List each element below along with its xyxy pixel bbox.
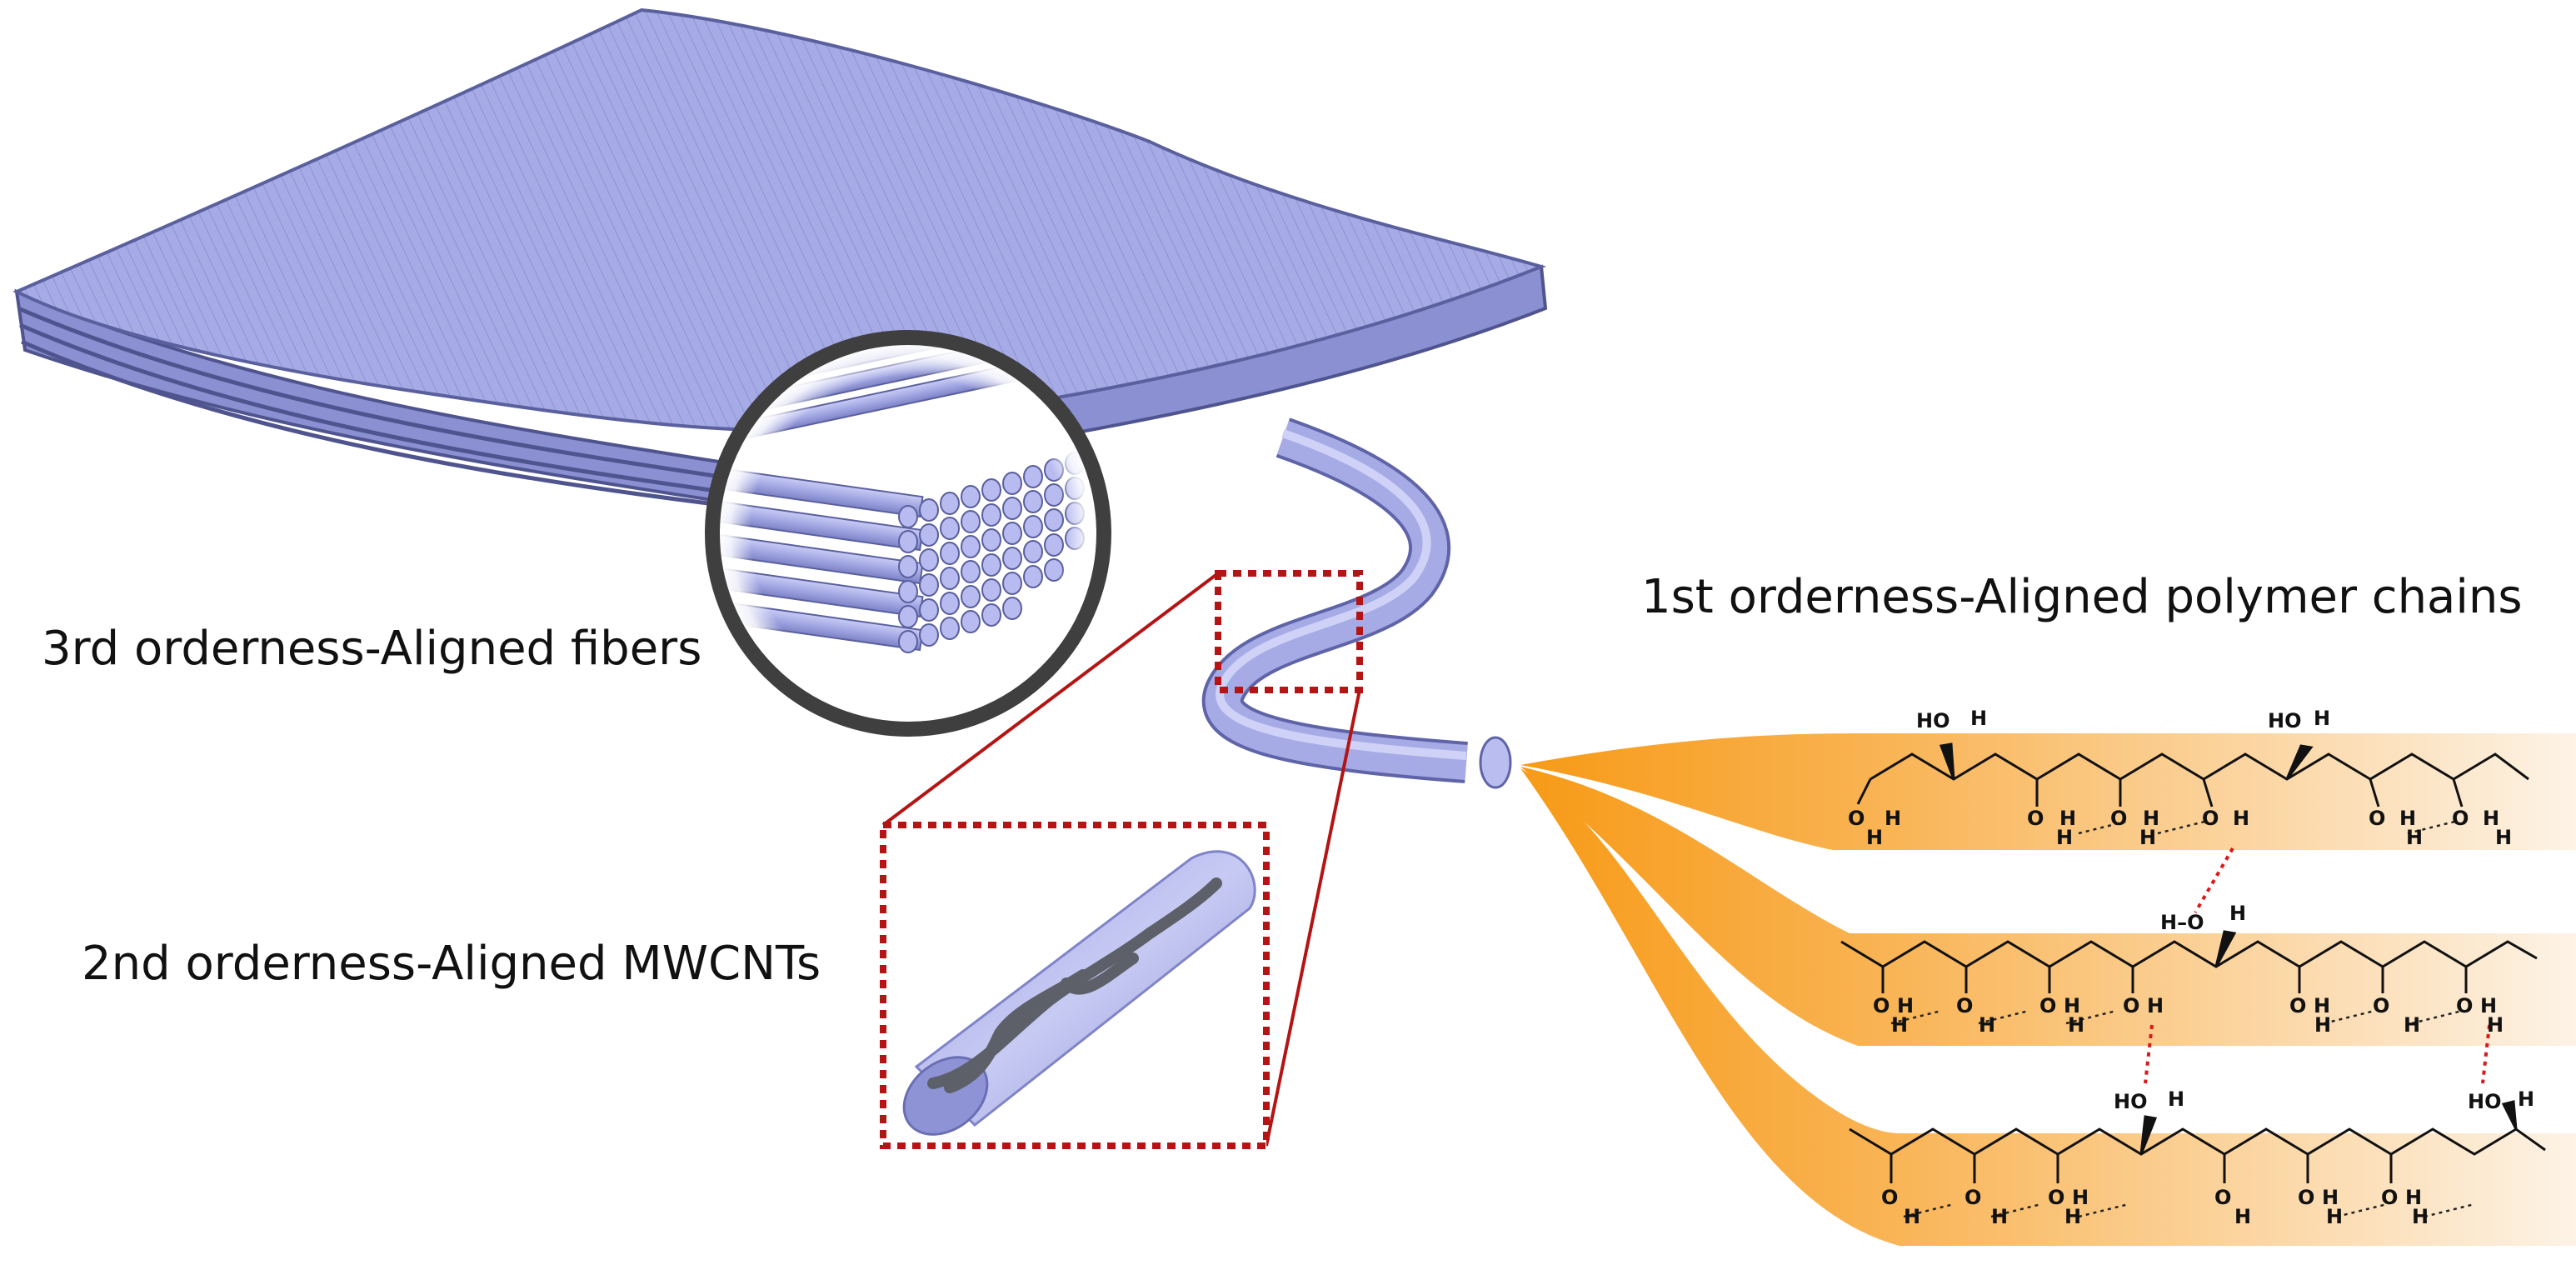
atom-o: O: [1956, 994, 1973, 1018]
atom-h-o: H–O: [2160, 911, 2204, 934]
atom-h: H: [2404, 1013, 2420, 1037]
atom-o: O: [2456, 994, 2473, 1018]
lens-ring: [705, 330, 1111, 737]
atom-ho: HO: [1916, 709, 1950, 732]
zoom-callout: [880, 570, 1363, 1149]
atom-h: H: [2314, 707, 2330, 730]
band-middle: [1520, 767, 2576, 1046]
atom-h: H: [2068, 1013, 2084, 1037]
polymer-chain-bands: [1520, 733, 2576, 1246]
atom-h: H: [2064, 1205, 2081, 1228]
fiber-end: [1479, 736, 1512, 789]
oh-bonds: [1856, 742, 2518, 1183]
chain-bottom: [1849, 1128, 2546, 1156]
atom-h: H: [2322, 1186, 2339, 1209]
label-third-order: 3rd orderness-Aligned fibers: [42, 622, 701, 676]
sheet-top-surface: [12, 8, 1547, 432]
atom-h: H: [2487, 1013, 2504, 1037]
atom-h: H: [2495, 826, 2512, 849]
atom-o: O: [2289, 994, 2306, 1018]
atom-o: O: [2369, 807, 2385, 830]
atom-ho: HO: [2268, 709, 2302, 732]
atom-o: O: [2202, 807, 2219, 830]
chain-middle: [1840, 940, 2538, 968]
atom-h: H: [2314, 994, 2330, 1018]
atom-o: O: [1848, 807, 1865, 830]
atom-o: O: [2027, 807, 2044, 830]
atom-h: H: [1891, 1013, 1908, 1037]
single-fiber: [1201, 418, 1512, 789]
atom-h: H: [2143, 807, 2159, 830]
atom-o: O: [2373, 994, 2389, 1018]
atom-o: O: [2048, 1186, 2064, 1209]
atom-h: H: [2314, 1013, 2331, 1037]
atom-h: H: [2229, 902, 2246, 925]
atom-h: H: [2072, 1186, 2089, 1209]
atom-h: H: [2518, 1088, 2534, 1111]
intrachain-hbonds: [1890, 819, 2475, 1218]
magnifier-lens: [705, 330, 1111, 737]
atom-ho: HO: [2468, 1090, 2502, 1113]
zoomed-fiber: [902, 850, 1256, 1136]
atom-h: H: [2064, 994, 2080, 1018]
atom-o: O: [2452, 807, 2469, 830]
atom-labels: O H H O H H O H H O H O H H O H H HO H H…: [1848, 707, 2534, 1228]
atom-h: H: [1970, 707, 1987, 730]
atom-o: O: [1881, 1186, 1898, 1209]
atom-o: O: [2110, 807, 2127, 830]
atom-o: O: [2039, 994, 2056, 1018]
atom-o: O: [1964, 1186, 1981, 1209]
band-top: [1520, 733, 2576, 850]
atom-h: H: [2168, 1088, 2184, 1111]
zoom-source-box: [1215, 570, 1363, 693]
atom-h: H: [1866, 826, 1883, 849]
atom-h: H: [2147, 994, 2164, 1018]
atom-ho: HO: [2114, 1090, 2148, 1113]
band-bottom: [1520, 768, 2576, 1246]
atom-h: H: [2326, 1205, 2343, 1228]
atom-o: O: [2123, 994, 2139, 1018]
atom-h: H: [1991, 1205, 2008, 1228]
atom-h: H: [2233, 807, 2249, 830]
atom-h: H: [2056, 826, 2073, 849]
atom-h: H: [1885, 807, 1901, 830]
nanotube-strands: [927, 878, 1222, 1093]
atom-h: H: [2059, 807, 2076, 830]
atom-h: H: [2234, 1205, 2251, 1228]
atom-h: H: [1904, 1205, 1920, 1228]
atom-h: H: [1897, 994, 1914, 1018]
label-second-order: 2nd orderness-Aligned MWCNTs: [82, 937, 821, 991]
atom-h: H: [2480, 994, 2497, 1018]
atom-h: H: [2412, 1205, 2429, 1228]
interchain-hbonds: [2144, 847, 2491, 1084]
atom-h: H: [2399, 807, 2416, 830]
atom-o: O: [2214, 1186, 2231, 1209]
atom-o: O: [1873, 994, 1890, 1018]
atom-h: H: [2406, 826, 2423, 849]
atom-h: H: [2405, 1186, 2422, 1209]
atom-o: O: [2381, 1186, 2398, 1209]
atom-o: O: [2298, 1186, 2314, 1209]
atom-h: H: [1979, 1013, 1995, 1037]
atom-h: H: [2139, 826, 2156, 849]
atom-h: H: [2483, 807, 2499, 830]
label-first-order: 1st orderness-Aligned polymer chains: [1641, 570, 2523, 624]
